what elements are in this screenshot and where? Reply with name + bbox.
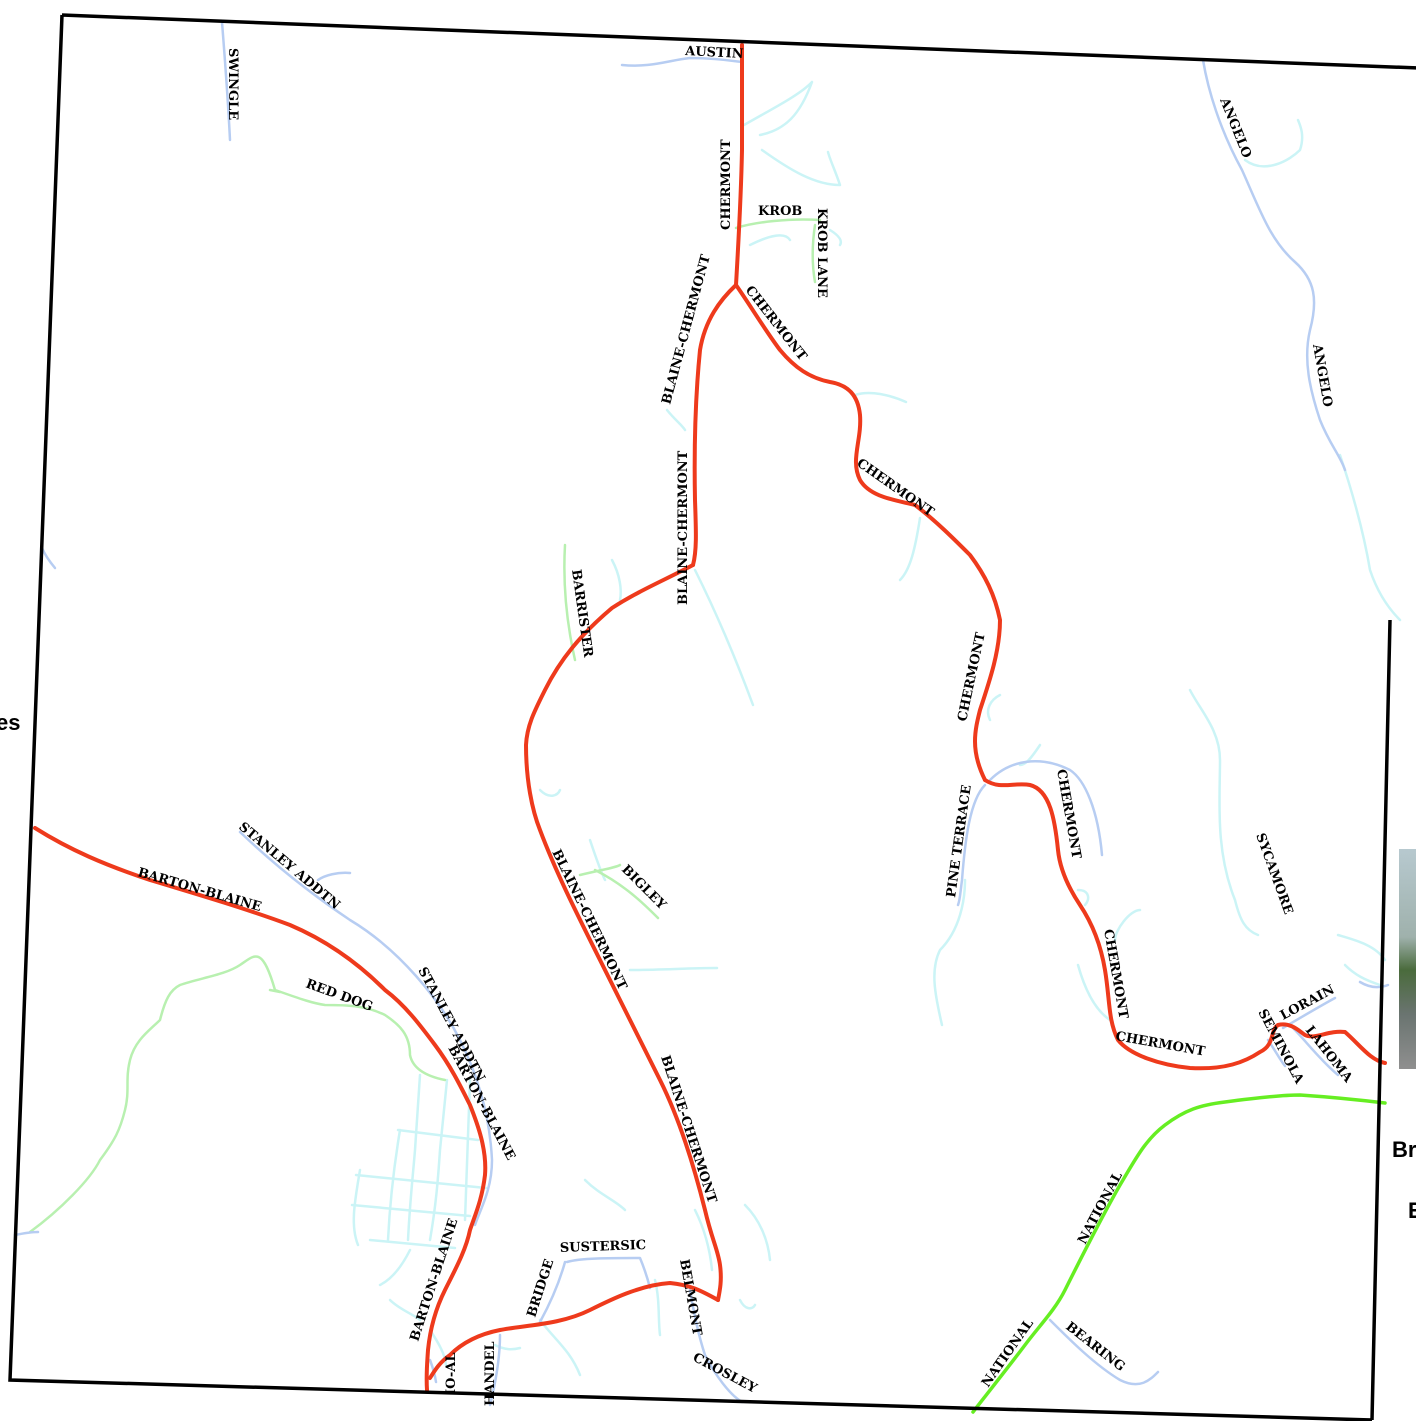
label-belmont: BELMONT [676, 1258, 704, 1337]
road-labels: SWINGLE AUSTIN CHERMONT KROB KROB LANE B… [136, 44, 1356, 1406]
label-bearing: BEARING [1063, 1319, 1128, 1374]
label-handel: HANDEL [483, 1341, 498, 1406]
national-road [971, 1093, 1387, 1414]
label-crosley: CROSLEY [690, 1350, 760, 1397]
label-sustersic: SUSTERSIC [560, 1238, 647, 1256]
edge-label-left: es [0, 710, 20, 735]
label-chermont-2: CHERMONT [742, 283, 810, 364]
label-swingle: SWINGLE [225, 48, 240, 120]
map-boundary [8, 13, 1416, 1421]
label-barton-blaine-1: BARTON-BLAINE [136, 865, 263, 915]
label-pine-terrace: PINE TERRACE [944, 784, 975, 899]
primary-roads [33, 43, 1387, 1392]
label-national-1: NATIONAL [1075, 1170, 1126, 1247]
private-roads [28, 218, 822, 1234]
label-chermont-7: CHERMONT [1114, 1029, 1206, 1060]
label-national-2: NATIONAL [979, 1317, 1037, 1391]
label-austin: AUSTIN [684, 44, 744, 62]
edge-labels: es Br E [0, 710, 1416, 1223]
label-blaine-chermont-3: BLAINE-CHERMONT [548, 847, 629, 993]
minor-roads [350, 80, 1402, 1377]
street-photo-thumbnail[interactable] [1399, 849, 1416, 1069]
edge-label-right-2: E [1408, 1198, 1416, 1223]
label-blaine-chermont-2: BLAINE-CHERMONT [676, 450, 691, 605]
label-bridge: BRIDGE [525, 1257, 558, 1319]
label-red-dog: RED DOG [304, 977, 375, 1015]
label-chermont-1: CHERMONT [719, 139, 734, 230]
label-io-al: IO-AL [444, 1352, 459, 1395]
label-sycamore: SYCAMORE [1252, 831, 1295, 916]
label-krob: KROB [758, 204, 802, 219]
label-chermont-4: CHERMONT [955, 631, 989, 723]
label-blaine-chermont-4: BLAINE-CHERMONT [657, 1054, 719, 1206]
edge-label-right-1: Br [1392, 1137, 1416, 1162]
label-krob-lane: KROB LANE [814, 208, 829, 298]
